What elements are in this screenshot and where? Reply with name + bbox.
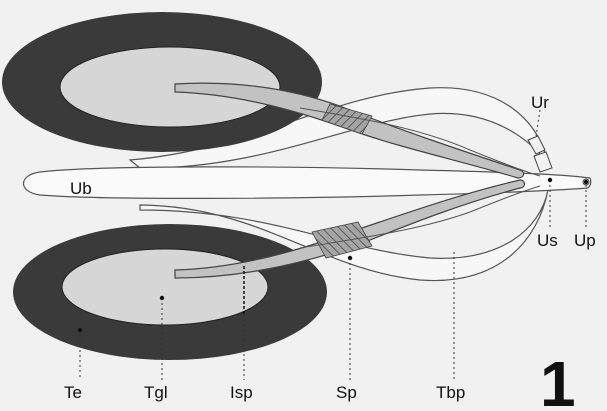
- lower-testis-core: [62, 249, 268, 325]
- label-ub: Ub: [70, 179, 92, 198]
- label-isp: Isp: [230, 383, 253, 402]
- label-tgl: Tgl: [144, 383, 168, 402]
- us-dot: [548, 178, 552, 182]
- label-ur: Ur: [531, 93, 549, 112]
- sp-dot: [348, 256, 352, 260]
- label-sp: Sp: [336, 383, 357, 402]
- up-dot: [584, 180, 588, 184]
- label-us: Us: [537, 231, 558, 250]
- te-dot: [78, 328, 82, 332]
- tgl-dot: [160, 296, 164, 300]
- figure-number: 1: [540, 348, 576, 411]
- label-te: Te: [64, 383, 82, 402]
- label-up: Up: [574, 231, 596, 250]
- label-tbp: Tbp: [436, 383, 465, 402]
